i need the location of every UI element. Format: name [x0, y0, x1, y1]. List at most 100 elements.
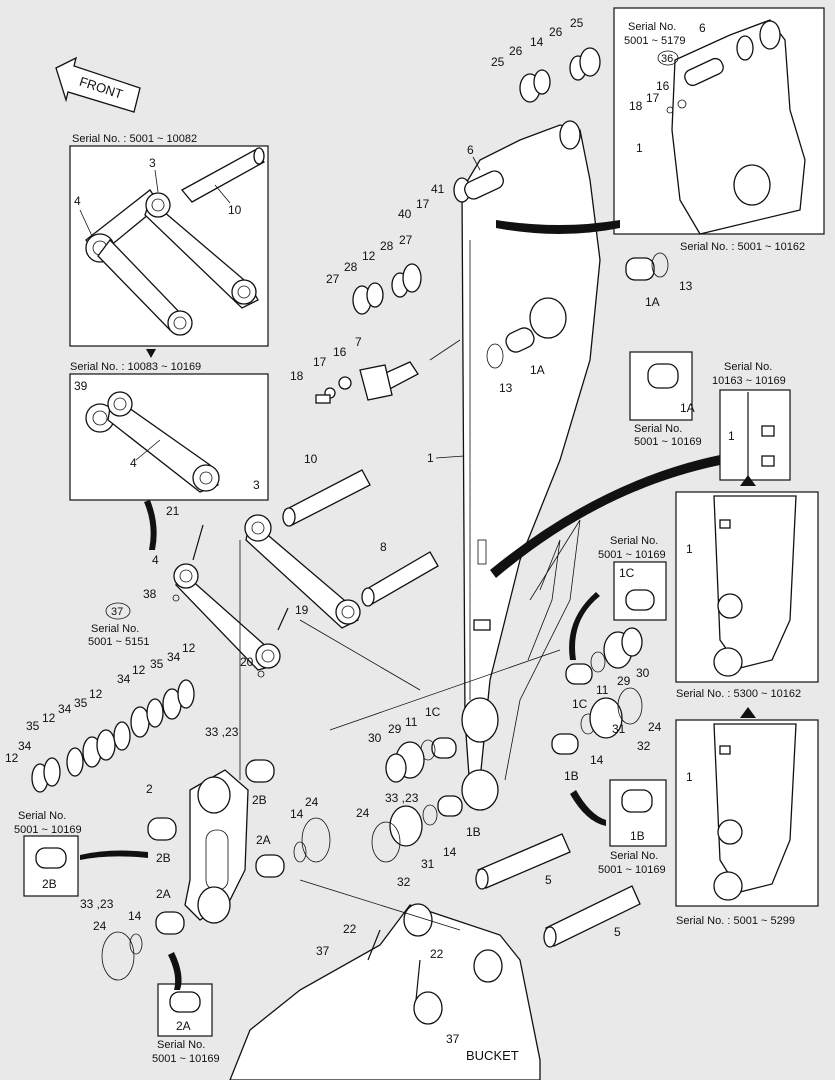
svg-text:1B: 1B [564, 769, 579, 783]
svg-text:29: 29 [388, 722, 402, 736]
svg-text:1A: 1A [530, 363, 545, 377]
svg-text:31: 31 [421, 857, 435, 871]
svg-text:12: 12 [42, 711, 56, 725]
svg-text:27: 27 [326, 272, 340, 286]
svg-text:8: 8 [380, 540, 387, 554]
svg-text:Serial No.: Serial No. [91, 623, 139, 635]
svg-text:7: 7 [355, 335, 362, 349]
svg-text:1: 1 [636, 141, 643, 155]
svg-text:5001 ~ 5151: 5001 ~ 5151 [88, 636, 149, 648]
guide-lines [239, 339, 561, 931]
front-arrow: FRONT [55, 56, 141, 113]
svg-text:25: 25 [570, 16, 584, 30]
svg-text:5001 ~ 10169: 5001 ~ 10169 [152, 1053, 220, 1065]
boom: 1 [427, 120, 601, 811]
svg-text:33 ,23: 33 ,23 [205, 725, 239, 739]
svg-text:12: 12 [182, 641, 196, 655]
svg-text:21: 21 [166, 504, 180, 518]
svg-text:2: 2 [146, 782, 153, 796]
svg-text:Serial No.: Serial No. [724, 361, 772, 373]
svg-text:18: 18 [629, 99, 643, 113]
svg-text:22: 22 [430, 947, 444, 961]
svg-text:5001 ~ 10169: 5001 ~ 10169 [14, 824, 82, 836]
svg-text:Serial No.: Serial No. [610, 850, 658, 862]
svg-text:38: 38 [143, 587, 157, 601]
svg-text:24: 24 [305, 795, 319, 809]
svg-text:13: 13 [679, 279, 693, 293]
svg-text:30: 30 [368, 731, 382, 745]
svg-text:6: 6 [699, 21, 706, 35]
inset-1A: 1A Serial No. 5001 ~ 10169 [629, 351, 702, 448]
svg-text:5001 ~ 10169: 5001 ~ 10169 [598, 864, 666, 876]
svg-text:32: 32 [637, 739, 651, 753]
link-box-b: Serial No. : 10083 ~ 10169 39 4 [69, 361, 269, 501]
svg-text:17: 17 [416, 197, 430, 211]
svg-text:2A: 2A [256, 833, 271, 847]
svg-text:1A: 1A [645, 295, 660, 309]
svg-text:2A: 2A [156, 887, 171, 901]
svg-text:Serial No.: Serial No. [18, 810, 66, 822]
inset-1B: 1B Serial No. 5001 ~ 10169 [598, 779, 667, 876]
svg-text:14: 14 [590, 753, 604, 767]
svg-text:1: 1 [427, 451, 434, 465]
svg-text:5001 ~ 5179: 5001 ~ 5179 [624, 35, 685, 47]
inset-2A: 2A Serial No. 5001 ~ 10169 [152, 983, 220, 1065]
svg-text:34: 34 [167, 650, 181, 664]
inset-boom-low: 1 Serial No. : 5001 ~ 5299 [675, 719, 819, 927]
svg-text:34: 34 [18, 739, 32, 753]
svg-text:16: 16 [656, 79, 670, 93]
svg-text:3: 3 [149, 156, 156, 170]
pins-5: 55 [475, 833, 641, 948]
svg-text:28: 28 [380, 239, 394, 253]
svg-text:3: 3 [253, 478, 260, 492]
svg-text:34: 34 [117, 672, 131, 686]
inset-plate-small: 1 Serial No. 10163 ~ 10169 [712, 361, 791, 481]
inset-2B: 2B Serial No. 5001 ~ 10169 [14, 810, 82, 897]
svg-text:2A: 2A [176, 1019, 191, 1033]
svg-text:1B: 1B [466, 825, 481, 839]
svg-text:2B: 2B [156, 851, 171, 865]
svg-text:1B: 1B [630, 829, 645, 843]
svg-text:29: 29 [617, 674, 631, 688]
bucket-label: BUCKET [466, 1048, 519, 1063]
svg-text:12: 12 [89, 687, 103, 701]
svg-text:12: 12 [132, 663, 146, 677]
svg-text:27: 27 [399, 233, 413, 247]
svg-text:35: 35 [26, 719, 40, 733]
svg-text:35: 35 [74, 696, 88, 710]
svg-text:14: 14 [128, 909, 142, 923]
inset-1C: 1C Serial No. 5001 ~ 10169 [598, 535, 667, 621]
svg-text:1: 1 [686, 542, 693, 556]
svg-text:20: 20 [240, 655, 254, 669]
svg-text:Serial No.: Serial No. [628, 21, 676, 33]
svg-text:5: 5 [614, 925, 621, 939]
svg-text:35: 35 [150, 657, 164, 671]
svg-text:24: 24 [93, 919, 107, 933]
bushing-1A: 13 1A 1A 13 [486, 252, 693, 395]
svg-text:24: 24 [648, 720, 662, 734]
svg-text:1A: 1A [680, 401, 695, 415]
svg-text:5001 ~ 10169: 5001 ~ 10169 [598, 549, 666, 561]
svg-text:37: 37 [446, 1032, 460, 1046]
svg-text:17: 17 [646, 91, 660, 105]
svg-text:Serial No.: Serial No. [634, 423, 682, 435]
svg-text:26: 26 [509, 44, 523, 58]
svg-text:10163 ~ 10169: 10163 ~ 10169 [712, 375, 786, 387]
svg-text:Serial No. : 5001 ~ 10162: Serial No. : 5001 ~ 10162 [680, 241, 805, 253]
circled-ref-37: 37 Serial No. 5001 ~ 5151 [88, 602, 149, 648]
svg-text:16: 16 [333, 345, 347, 359]
svg-text:31: 31 [612, 722, 626, 736]
svg-text:26: 26 [549, 25, 563, 39]
svg-text:13: 13 [499, 381, 513, 395]
svg-text:10: 10 [228, 203, 242, 217]
leader-sweeps [80, 220, 720, 990]
svg-text:Serial No.: Serial No. [157, 1039, 205, 1051]
svg-text:Serial No.: Serial No. [610, 535, 658, 547]
svg-text:Serial No. : 5300 ~ 10162: Serial No. : 5300 ~ 10162 [676, 688, 801, 700]
svg-text:2B: 2B [252, 793, 267, 807]
